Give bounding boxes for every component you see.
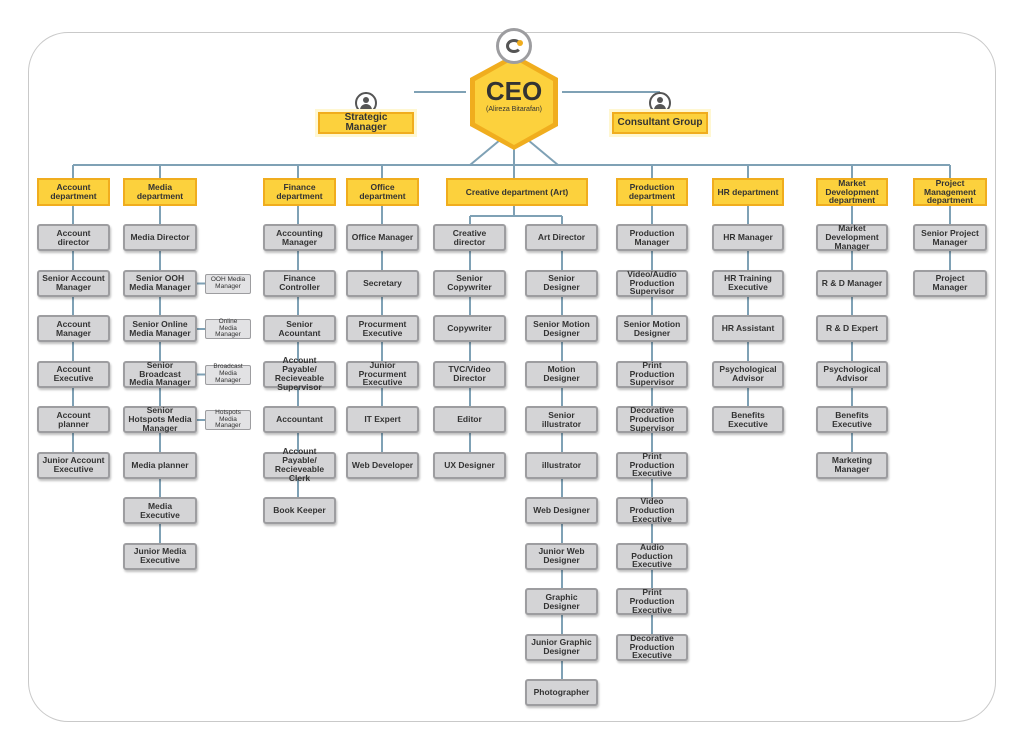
role-box: Marketing Manager <box>816 451 888 479</box>
role-box: Creative director <box>433 224 506 251</box>
role-box: Print Production Executive <box>616 451 688 479</box>
role-box: Account Executive <box>37 360 110 388</box>
consultant-group-box: Consultant Group <box>612 112 708 134</box>
role-box: Senior Designer <box>525 269 598 297</box>
role-box: Account Payable/ Recieveable Supervisor <box>263 356 336 391</box>
role-box: Senior Motion Designer <box>616 315 688 342</box>
role-box: R & D Manager <box>816 269 888 297</box>
role-box: Procurment Executive <box>346 315 419 342</box>
role-box: Senior Broadcast Media Manager <box>123 360 197 388</box>
department-header: Finance department <box>263 178 336 206</box>
role-box: Senior Hotspots Media Manager <box>123 406 197 433</box>
role-box: Market Development Manager <box>816 224 888 251</box>
department-header: Office department <box>346 178 419 206</box>
role-box: Editor <box>433 406 506 433</box>
ceo-hexagon-fill <box>475 59 553 145</box>
ceo-branch-right <box>527 139 559 166</box>
department-header: HR department <box>712 178 784 206</box>
role-box: HR Assistant <box>712 315 784 342</box>
role-box: Secretary <box>346 269 419 297</box>
role-box: Junior Account Executive <box>37 451 110 479</box>
role-box: Psychological Advisor <box>712 360 784 388</box>
role-box: Account Manager <box>37 315 110 342</box>
role-box: Audio Poduction Executive <box>616 542 688 570</box>
role-box: Production Manager <box>616 224 688 251</box>
department-header: Market Development department <box>816 178 888 206</box>
department-header: Creative department (Art) <box>446 178 588 206</box>
role-box: Media Executive <box>123 497 197 524</box>
role-box: HR Manager <box>712 224 784 251</box>
strategic-manager-person-icon <box>355 92 377 114</box>
department-header: Media department <box>123 178 197 206</box>
ceo-branch-left <box>469 139 501 166</box>
role-box: Junior Graphic Designer <box>525 633 598 661</box>
sub-role-box: OOH Media Manager <box>205 273 251 294</box>
role-box: Junior Web Designer <box>525 542 598 570</box>
consultant-group-person-icon <box>649 92 671 114</box>
role-box: IT Expert <box>346 406 419 433</box>
role-box: Junior Procurment Executive <box>346 360 419 388</box>
role-box: Junior Media Executive <box>123 542 197 570</box>
role-box: Web Developer <box>346 451 419 479</box>
role-box: UX Designer <box>433 451 506 479</box>
role-box: HR Training Executive <box>712 269 784 297</box>
role-box: Finance Controller <box>263 269 336 297</box>
role-box: Motion Designer <box>525 360 598 388</box>
role-box: Account director <box>37 224 110 251</box>
role-box: Accountant <box>263 406 336 433</box>
ceo-name: (Alireza Bitarafan) <box>485 106 543 113</box>
sub-role-box: Hotspots Media Manager <box>205 409 251 430</box>
role-box: Decorative Production Supervisor <box>616 406 688 433</box>
department-header: Production department <box>616 178 688 206</box>
ceo-title: CEO <box>485 76 543 106</box>
role-box: Benefits Executive <box>816 406 888 433</box>
role-box: Account planner <box>37 406 110 433</box>
role-box: Senior Motion Designer <box>525 315 598 342</box>
role-box: Video Production Executive <box>616 497 688 524</box>
sub-role-box: Broadcast Media Manager <box>205 363 251 385</box>
role-box: Copywriter <box>433 315 506 342</box>
role-box: Benefits Executive <box>712 406 784 433</box>
role-box: Account Payable/ Recieveable Clerk <box>263 447 336 482</box>
role-box: Art Director <box>525 224 598 251</box>
role-box: Photographer <box>525 679 598 706</box>
role-box: TVC/Video Director <box>433 360 506 388</box>
department-header: Project Management department <box>913 178 987 206</box>
ceo-logo-icon <box>496 28 532 64</box>
role-box: Book Keeper <box>263 497 336 524</box>
role-box: Senior Account Manager <box>37 269 110 297</box>
role-box: Psychological Advisor <box>816 360 888 388</box>
role-box: Office Manager <box>346 224 419 251</box>
role-box: Media planner <box>123 451 197 479</box>
role-box: Senior OOH Media Manager <box>123 269 197 297</box>
role-box: Print Production Supervisor <box>616 360 688 388</box>
role-box: Print Production Executive <box>616 588 688 615</box>
role-box: Media Director <box>123 224 197 251</box>
strategic-manager-box: Strategic Manager <box>318 112 414 134</box>
role-box: Graphic Designer <box>525 588 598 615</box>
ceo-hexagon <box>470 54 558 150</box>
role-box: Senior Online Media Manager <box>123 315 197 342</box>
role-box: Senior Acountant <box>263 315 336 342</box>
role-box: Senior Project Manager <box>913 224 987 251</box>
role-box: illustrator <box>525 451 598 479</box>
role-box: Decorative Production Executive <box>616 633 688 661</box>
role-box: Senior illustrator <box>525 406 598 433</box>
sub-role-box: Online Media Manager <box>205 318 251 339</box>
role-box: Accounting Manager <box>263 224 336 251</box>
role-box: Video/Audio Production Supervisor <box>616 269 688 297</box>
department-header: Account department <box>37 178 110 206</box>
role-box: R & D Expert <box>816 315 888 342</box>
role-box: Senior Copywriter <box>433 269 506 297</box>
role-box: Web Designer <box>525 497 598 524</box>
role-box: Project Manager <box>913 269 987 297</box>
